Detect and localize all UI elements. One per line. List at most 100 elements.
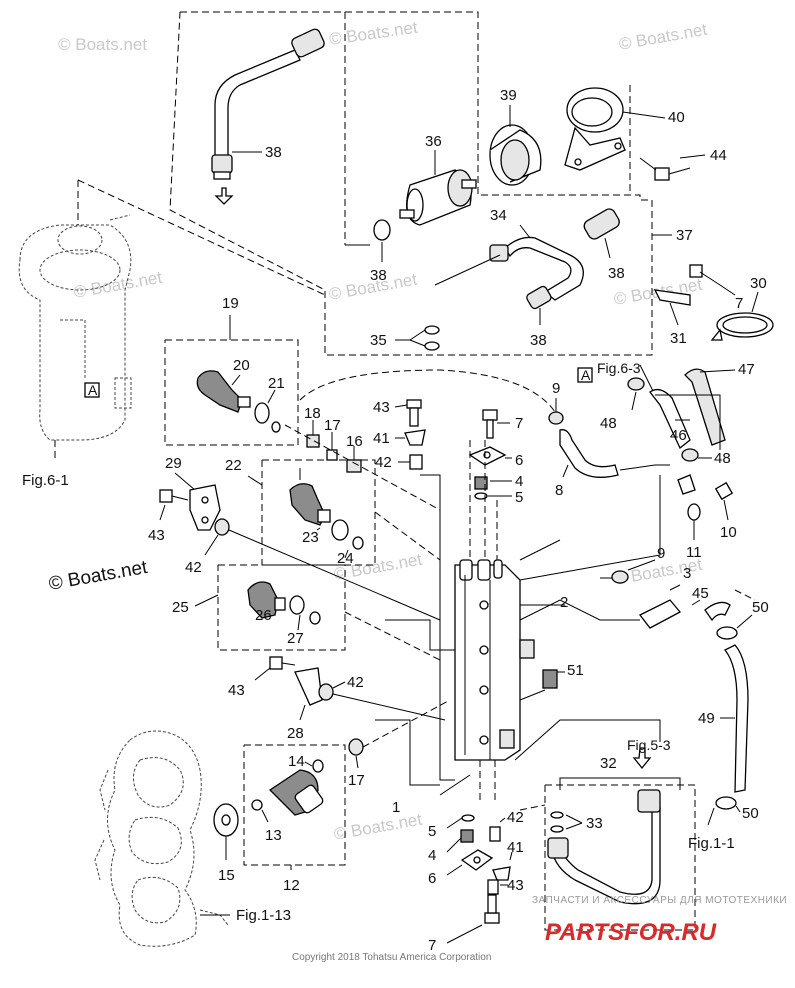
brand-tagline: ЗАПЧАСТИ И АКСЕССУАРЫ ДЛЯ МОТОТЕХНИКИ: [532, 895, 787, 906]
callout-7: 7: [428, 937, 436, 954]
callout-39: 39: [500, 87, 517, 104]
callout-49: 49: [698, 710, 715, 727]
copyright: Copyright 2018 Tohatsu America Corporati…: [292, 952, 491, 963]
callout-6: 6: [428, 870, 436, 887]
hose-8: 9 8: [299, 369, 619, 499]
callout-48: 48: [714, 450, 731, 467]
callout-23: 23: [302, 529, 319, 546]
callout-13: 13: [265, 827, 282, 844]
callout-42: 42: [375, 454, 392, 471]
footer: Copyright 2018 Tohatsu America Corporati…: [292, 895, 787, 963]
hose-clip-38: 38: [370, 219, 391, 284]
callout-50: 50: [742, 805, 759, 822]
callout-45: 45: [692, 585, 709, 602]
callout-5: 5: [515, 489, 523, 506]
callout-33: 33: [586, 815, 603, 832]
callout-38: 38: [370, 267, 387, 284]
group-25: 25 26 27: [172, 564, 441, 661]
filter-bracket-40: 40: [564, 87, 685, 171]
callout-4: 4: [515, 473, 523, 490]
callout-1: 1: [392, 799, 400, 816]
callout-35: 35: [370, 332, 387, 349]
fuel-hose-38-top: 38: [211, 28, 325, 205]
callout-26: 26: [255, 607, 272, 624]
watermark: © Boats.net: [617, 20, 708, 54]
callout-34: 37: [676, 227, 693, 244]
fuel-rail-1: 2 1: [392, 440, 568, 816]
group-12: 14 13 17 12 15: [213, 699, 451, 894]
callout-9: 9: [552, 380, 560, 397]
group-32: 32 Fig.5-3 33: [514, 719, 696, 931]
callout-3: 3: [683, 565, 691, 582]
callout-43: 43: [148, 527, 165, 544]
box-a-label: A: [88, 382, 98, 398]
callout-24: 24: [337, 550, 354, 567]
fig-ref-5-3: Fig.5-3: [627, 737, 671, 753]
fig-ref-6-1: Fig.6-1: [22, 472, 69, 489]
filter-band-39: 39: [489, 87, 542, 186]
callout-40: 40: [668, 109, 685, 126]
callout-14: 14: [288, 753, 305, 770]
bracket-28: 43 28 42: [228, 656, 446, 742]
fuel-hose-34: 34 37 38 38: [489, 207, 693, 349]
cylinder-block-ghost: Fig.1-13: [94, 730, 291, 947]
callout-38: 34: [490, 207, 507, 224]
callout-7: 7: [735, 295, 743, 312]
bolt-7-plate-6-upper: 7 6 4 5: [468, 409, 523, 506]
fig-ref-1-13: Fig.1-13: [236, 907, 291, 924]
callout-16: 16: [346, 433, 363, 450]
callout-10: 10: [720, 524, 737, 541]
callout-31: 31: [670, 330, 687, 347]
callout-37: 38: [608, 265, 625, 282]
callout-27: 27: [287, 630, 304, 647]
callout-43: 43: [507, 877, 524, 894]
callout-51: 51: [567, 662, 584, 679]
callout-42: 42: [507, 809, 524, 826]
watermark: © Boats.net: [332, 810, 423, 844]
callout-18: 18: [304, 405, 321, 422]
top-group-outline: [169, 11, 653, 356]
hose-49: 50 49 50 Fig.1-1: [688, 589, 769, 852]
callout-11: 11: [686, 544, 702, 561]
callout-43: 43: [373, 399, 390, 416]
gasket-51: 51: [542, 662, 584, 689]
callout-19: 19: [222, 295, 239, 312]
fittings-18-17-16: 18 17 16: [284, 405, 441, 511]
fig-ref-1-1: Fig.1-1: [688, 835, 735, 852]
callout-44: 44: [710, 147, 727, 164]
callout-29: 29: [165, 455, 182, 472]
bracket-29: 29 43 42: [148, 455, 441, 621]
callout-4: 4: [428, 847, 436, 864]
clamp-30: 30: [710, 275, 774, 341]
callout-48: 48: [600, 415, 617, 432]
brand-logo: PARTSFOR.RU: [545, 919, 717, 946]
fuel-filter-36: 36: [399, 133, 477, 226]
callout-17: 17: [324, 417, 341, 434]
callout-8: 8: [555, 482, 563, 499]
callout-46: 46: [670, 427, 687, 444]
group-19: 19 20 21: [164, 295, 299, 446]
callout-25: 25: [172, 599, 189, 616]
callout-5: 5: [428, 823, 436, 840]
leader-lines: [375, 474, 561, 786]
callout-43: 43: [228, 682, 245, 699]
group-22: 22 23 24: [225, 457, 441, 567]
elbow-10-11: 10 11: [519, 474, 737, 581]
callout-22: 22: [225, 457, 242, 474]
callout-41: 41: [507, 839, 524, 856]
callout-28: 28: [287, 725, 304, 742]
bolt-7-plate-6-lower: 5 4 6 7 42 41 43: [428, 809, 524, 954]
bolt-44: 44: [639, 147, 727, 181]
callout-17: 17: [348, 772, 365, 789]
watermark: © Boats.net: [58, 35, 147, 54]
watermark: © Boats.net: [72, 268, 163, 302]
callout-42: 42: [185, 559, 202, 576]
callout-38: 38: [530, 332, 547, 349]
callout-15: 15: [218, 867, 235, 884]
callout-30: 30: [750, 275, 767, 292]
fitting-3-45: 9 3 45: [519, 545, 731, 629]
fig-6-3-area: A Fig.6-3 47 46 48 48: [577, 360, 755, 471]
callout-50: 50: [752, 599, 769, 616]
callout-9: 9: [657, 545, 665, 562]
